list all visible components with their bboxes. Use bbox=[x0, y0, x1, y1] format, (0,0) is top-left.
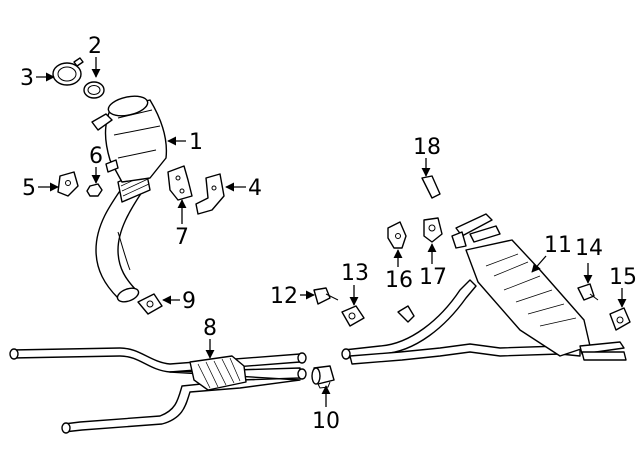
callout-3: 3 bbox=[20, 66, 34, 91]
callout-9: 9 bbox=[182, 289, 196, 314]
callout-16: 16 bbox=[385, 268, 413, 293]
bracket-part-17 bbox=[423, 217, 443, 243]
callout-12: 12 bbox=[270, 284, 298, 309]
clamp-part-10 bbox=[311, 365, 335, 389]
rear-muffler-part bbox=[341, 213, 627, 365]
callout-13: 13 bbox=[341, 261, 369, 286]
callout-17: 17 bbox=[419, 265, 447, 290]
callout-1: 1 bbox=[189, 130, 203, 155]
callout-6: 6 bbox=[89, 144, 103, 169]
callout-2: 2 bbox=[88, 34, 102, 59]
callout-18: 18 bbox=[413, 135, 441, 160]
nut-part bbox=[86, 183, 103, 197]
callout-15: 15 bbox=[609, 265, 637, 290]
leader-arrows bbox=[36, 57, 627, 407]
catalytic-converter-part bbox=[91, 95, 168, 303]
callout-labels: 3 2 1 4 5 6 7 8 9 10 11 12 13 14 15 16 1… bbox=[20, 34, 637, 434]
bracket-part-5 bbox=[57, 171, 79, 197]
gasket-part bbox=[83, 81, 105, 99]
isolator-part-15 bbox=[609, 307, 631, 331]
callout-5: 5 bbox=[22, 176, 36, 201]
hanger-bolt-part-12 bbox=[313, 287, 339, 305]
callout-11: 11 bbox=[544, 233, 572, 258]
callout-8: 8 bbox=[203, 316, 217, 341]
sensor-part-16 bbox=[387, 221, 407, 249]
callout-10: 10 bbox=[312, 409, 340, 434]
callout-4: 4 bbox=[248, 176, 262, 201]
callout-7: 7 bbox=[175, 225, 189, 250]
clip-part-18 bbox=[421, 175, 441, 199]
isolator-part-13 bbox=[341, 305, 365, 327]
hanger-part-9 bbox=[137, 293, 163, 315]
hanger-part-14 bbox=[577, 283, 599, 301]
bracket-part-7 bbox=[167, 165, 193, 201]
callout-14: 14 bbox=[575, 236, 603, 261]
intermediate-pipe-part bbox=[9, 347, 307, 434]
bracket-part-4 bbox=[195, 173, 225, 215]
clamp-ring-part bbox=[52, 57, 84, 86]
